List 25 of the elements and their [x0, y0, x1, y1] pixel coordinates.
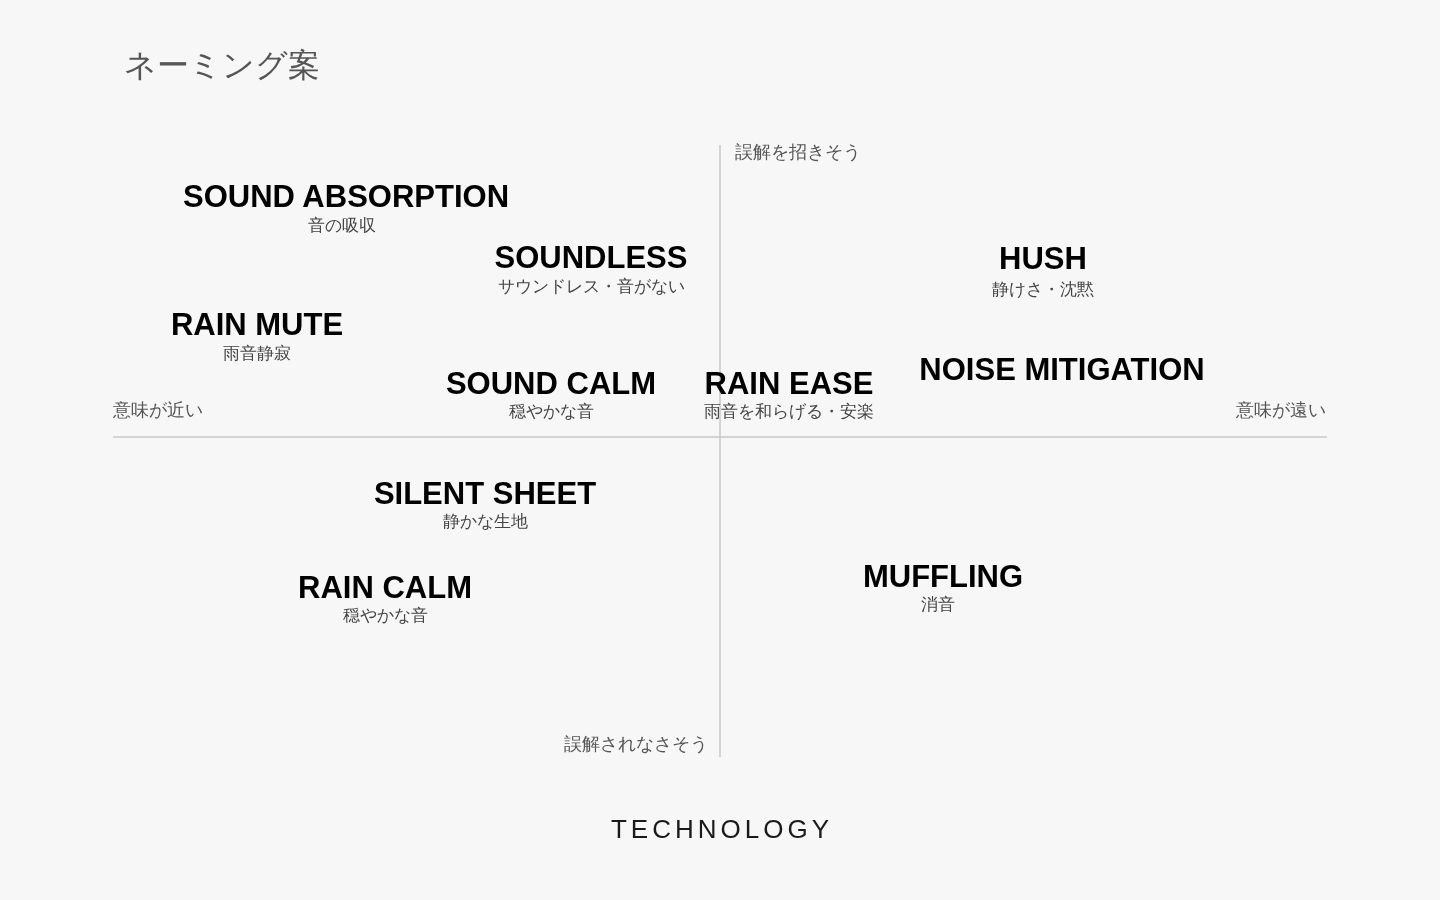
candidate-name: SOUNDLESS	[494, 242, 688, 273]
candidate-name: RAIN MUTE	[170, 309, 344, 340]
name-translation: 穏やかな音	[508, 402, 594, 423]
axis-label: 誤解されなさそう	[564, 734, 708, 756]
name-translation: 音の吸収	[308, 216, 376, 237]
candidate-name: SILENT SHEET	[373, 478, 597, 509]
candidate-name: RAIN EASE	[704, 368, 874, 399]
candidate-name: MUFFLING	[862, 561, 1024, 592]
name-translation: 穏やかな音	[342, 606, 428, 627]
candidate-name: NOISE MITIGATION	[919, 354, 1205, 385]
footer-text: TECHNOLOGY	[611, 814, 833, 846]
name-translation: 雨音を和らげる・安楽	[704, 402, 874, 423]
candidate-name: SOUND CALM	[445, 368, 657, 399]
axis-label: 誤解を招きそう	[735, 142, 861, 164]
candidate-name: RAIN CALM	[298, 572, 472, 603]
name-translation: 静かな生地	[442, 512, 528, 533]
name-translation: サウンドレス・音がない	[497, 277, 685, 298]
candidate-name: HUSH	[999, 243, 1087, 274]
name-translation: 消音	[921, 595, 955, 616]
page-title: ネーミング案	[124, 46, 320, 85]
candidate-name: SOUND ABSORPTION	[182, 181, 510, 212]
name-translation: 静けさ・沈黙	[992, 280, 1094, 301]
axis-label: 意味が近い	[113, 400, 203, 422]
axis-label: 意味が遠い	[1236, 400, 1326, 422]
name-translation: 雨音静寂	[223, 344, 291, 365]
